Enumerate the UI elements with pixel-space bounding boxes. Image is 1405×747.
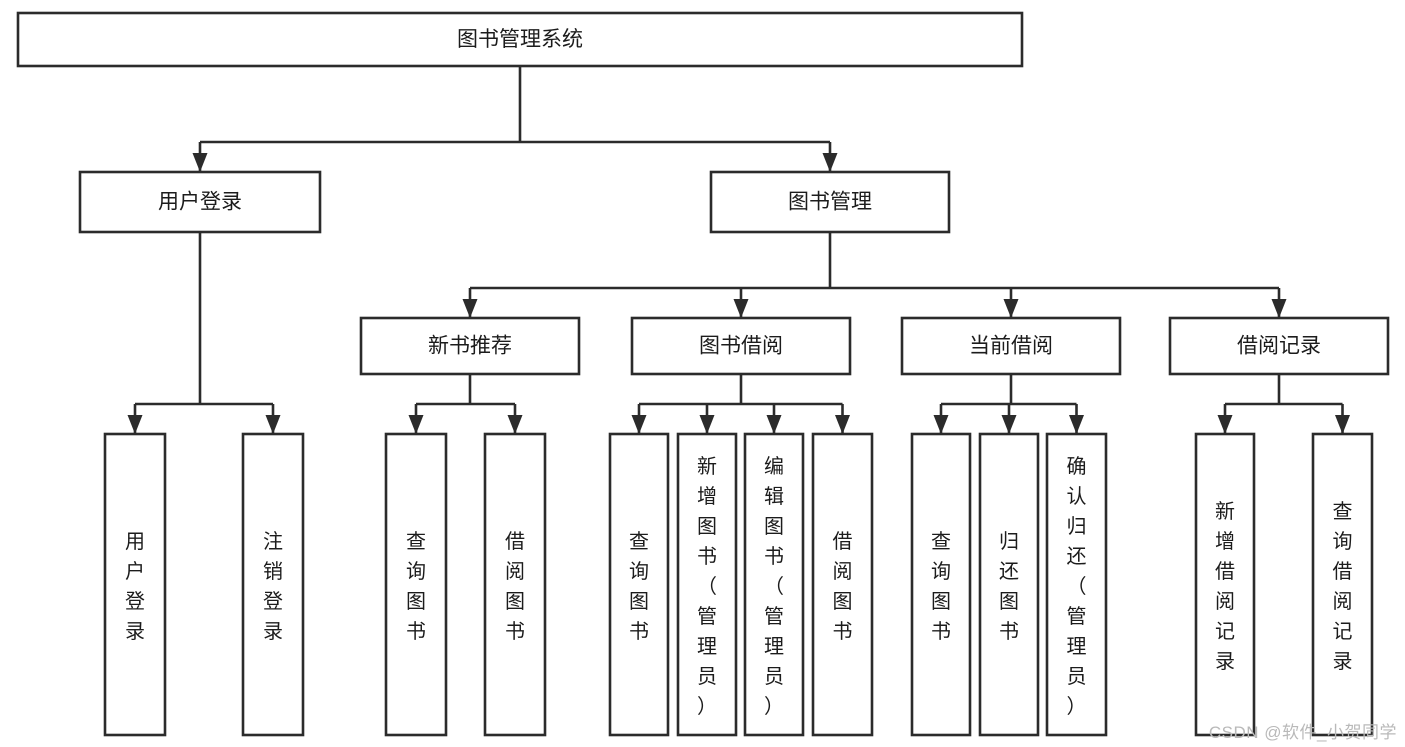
node-record[interactable]: 借阅记录 — [1168, 316, 1390, 376]
node-box — [676, 432, 738, 737]
node-label: 借阅图书 — [833, 530, 853, 643]
node-bookmgmt[interactable]: 图书管理 — [709, 170, 951, 234]
arrow-head-icon — [265, 415, 281, 434]
node-leaf-13[interactable]: 查询借阅记录 — [1311, 432, 1374, 737]
arrow-head-icon — [933, 415, 949, 434]
node-label: 当前借阅 — [969, 335, 1053, 358]
arrow-head-icon — [1003, 299, 1019, 318]
node-leaf-8[interactable]: 借阅图书 — [811, 432, 874, 737]
node-box — [1194, 432, 1256, 737]
node-leaf-1[interactable]: 用户登录 — [103, 432, 167, 737]
csdn-watermark: CSDN @软件_小贺同学 — [1208, 723, 1397, 742]
arrow-head-icon — [733, 299, 749, 318]
node-box — [608, 432, 670, 737]
arrow-head-icon — [631, 415, 647, 434]
node-box — [384, 432, 448, 737]
arrow-head-icon — [408, 415, 424, 434]
node-label: 新增借阅记录 — [1215, 500, 1235, 673]
node-label: 查询图书 — [931, 530, 951, 643]
node-box — [241, 432, 305, 737]
node-box — [103, 432, 167, 737]
node-leaf-4[interactable]: 借阅图书 — [483, 432, 547, 737]
arrow-head-icon — [822, 153, 838, 172]
arrow-head-icon — [1069, 415, 1084, 434]
node-box — [978, 432, 1040, 737]
node-box — [1045, 432, 1108, 737]
node-label: 归还图书 — [999, 530, 1019, 643]
arrow-head-icon — [1271, 299, 1287, 318]
node-label: 查询借阅记录 — [1333, 500, 1353, 673]
arrow-head-icon — [1217, 415, 1233, 434]
node-layer: 图书管理系统用户登录图书管理新书推荐图书借阅当前借阅借阅记录用户登录注销登录查询… — [16, 11, 1390, 737]
node-label: 图书借阅 — [699, 335, 783, 358]
arrow-head-icon — [1335, 415, 1350, 434]
node-box — [78, 170, 322, 234]
node-login[interactable]: 用户登录 — [78, 170, 322, 234]
node-label: 用户登录 — [158, 191, 242, 214]
node-leaf-12[interactable]: 新增借阅记录 — [1194, 432, 1256, 737]
node-leaf-9[interactable]: 查询图书 — [910, 432, 972, 737]
node-label: 借阅图书 — [505, 530, 525, 643]
node-label: 编辑图书（管理员） — [764, 455, 784, 718]
node-box — [483, 432, 547, 737]
arrow-head-icon — [127, 415, 143, 434]
node-box — [743, 432, 805, 737]
node-box — [359, 316, 581, 376]
node-borrow[interactable]: 图书借阅 — [630, 316, 852, 376]
node-leaf-10[interactable]: 归还图书 — [978, 432, 1040, 737]
node-leaf-2[interactable]: 注销登录 — [241, 432, 305, 737]
node-label: 注销登录 — [263, 530, 283, 643]
arrow-head-icon — [766, 415, 782, 434]
connector-layer — [127, 66, 1350, 434]
node-leaf-3[interactable]: 查询图书 — [384, 432, 448, 737]
node-label: 用户登录 — [125, 531, 145, 643]
node-label: 图书管理系统 — [457, 28, 583, 51]
node-box — [811, 432, 874, 737]
node-label: 确认归还（管理员） — [1067, 455, 1087, 718]
node-current[interactable]: 当前借阅 — [900, 316, 1122, 376]
node-leaf-11[interactable]: 确认归还（管理员） — [1045, 432, 1108, 737]
node-box — [16, 11, 1024, 68]
node-box — [910, 432, 972, 737]
node-label: 图书管理 — [788, 191, 872, 214]
node-leaf-6[interactable]: 新增图书（管理员） — [676, 432, 738, 737]
node-box — [1168, 316, 1390, 376]
node-box — [630, 316, 852, 376]
node-label: 新增图书（管理员） — [697, 455, 717, 718]
arrow-head-icon — [699, 415, 715, 434]
node-newbook[interactable]: 新书推荐 — [359, 316, 581, 376]
arrow-head-icon — [835, 415, 850, 434]
node-leaf-7[interactable]: 编辑图书（管理员） — [743, 432, 805, 737]
node-box — [1311, 432, 1374, 737]
arrow-head-icon — [462, 299, 478, 318]
node-label: 新书推荐 — [428, 335, 512, 358]
node-label: 查询图书 — [629, 530, 649, 643]
node-label: 借阅记录 — [1237, 335, 1321, 358]
node-box — [900, 316, 1122, 376]
arrow-head-icon — [507, 415, 523, 434]
node-label: 查询图书 — [406, 530, 426, 643]
node-root[interactable]: 图书管理系统 — [16, 11, 1024, 68]
node-box — [709, 170, 951, 234]
node-leaf-5[interactable]: 查询图书 — [608, 432, 670, 737]
arrow-head-icon — [192, 153, 208, 172]
arrow-head-icon — [1001, 415, 1017, 434]
